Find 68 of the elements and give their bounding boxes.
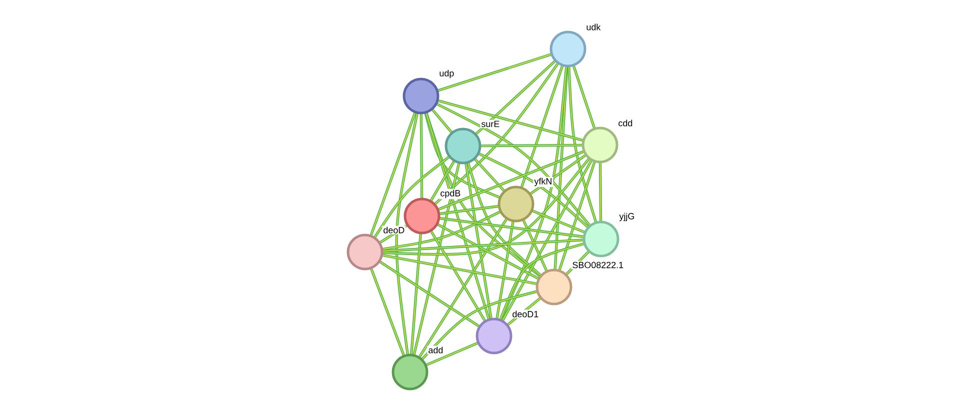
interaction-line bbox=[434, 62, 560, 206]
interaction-line bbox=[430, 230, 486, 322]
interaction-line bbox=[420, 113, 424, 199]
interaction-line bbox=[431, 108, 453, 134]
protein-node bbox=[444, 128, 482, 164]
interaction-line bbox=[531, 209, 586, 234]
interaction-line bbox=[382, 210, 502, 251]
interaction-line bbox=[437, 99, 584, 142]
interaction-line bbox=[436, 223, 540, 280]
protein-node bbox=[392, 354, 428, 390]
interaction-line bbox=[382, 158, 590, 256]
node-label: deoD bbox=[382, 226, 406, 234]
interaction-line bbox=[438, 150, 585, 211]
interaction-line bbox=[410, 233, 422, 355]
protein-node bbox=[582, 220, 620, 258]
interaction-line bbox=[496, 220, 514, 320]
protein-node bbox=[536, 268, 572, 306]
interaction-line bbox=[412, 162, 460, 356]
interaction-line bbox=[424, 112, 490, 320]
interaction-line bbox=[466, 162, 542, 277]
interaction-line bbox=[520, 64, 564, 188]
interaction-line bbox=[424, 112, 501, 199]
interaction-line bbox=[598, 162, 602, 222]
interaction-line bbox=[418, 218, 508, 358]
node-label: yjjG bbox=[618, 212, 636, 222]
interaction-line bbox=[420, 290, 538, 360]
interaction-line bbox=[378, 260, 480, 328]
node-label: yfkN bbox=[533, 176, 554, 188]
node-label: udk bbox=[585, 22, 602, 32]
protein-node bbox=[476, 318, 512, 354]
interaction-line bbox=[425, 342, 479, 366]
interaction-line bbox=[572, 64, 596, 130]
interaction-line bbox=[382, 238, 584, 252]
protein-node bbox=[582, 126, 618, 164]
interaction-line bbox=[370, 112, 416, 236]
protein-node bbox=[346, 234, 384, 270]
interaction-line bbox=[436, 102, 591, 227]
protein-node bbox=[402, 78, 440, 114]
interaction-line bbox=[438, 204, 500, 216]
interaction-line bbox=[382, 254, 538, 286]
interaction-line bbox=[558, 160, 596, 272]
protein-node bbox=[404, 198, 440, 234]
node-label: cdd bbox=[617, 118, 634, 128]
interaction-line bbox=[430, 160, 456, 202]
interaction-line bbox=[425, 112, 542, 278]
interaction-line bbox=[480, 144, 583, 148]
interaction-line bbox=[437, 53, 552, 92]
interaction-line bbox=[395, 112, 419, 356]
interaction-line bbox=[474, 60, 556, 136]
interaction-line bbox=[438, 216, 584, 238]
interaction-line bbox=[378, 224, 408, 244]
interaction-line bbox=[568, 66, 598, 223]
node-label: udp bbox=[438, 68, 456, 80]
interaction-line bbox=[554, 66, 568, 270]
interaction-line bbox=[478, 152, 590, 228]
interaction-line bbox=[499, 242, 585, 320]
interaction-line bbox=[464, 162, 493, 320]
protein-node bbox=[498, 186, 534, 222]
interaction-line bbox=[373, 156, 450, 238]
interaction-line bbox=[522, 219, 548, 272]
interaction-line bbox=[501, 159, 593, 322]
node-label: cpdB bbox=[439, 188, 462, 200]
interaction-line bbox=[474, 158, 506, 192]
interaction-line bbox=[370, 268, 406, 356]
node-label: add bbox=[427, 346, 444, 354]
node-label: deoD1 bbox=[511, 310, 540, 318]
interaction-line bbox=[529, 154, 587, 196]
protein-node bbox=[550, 30, 586, 68]
